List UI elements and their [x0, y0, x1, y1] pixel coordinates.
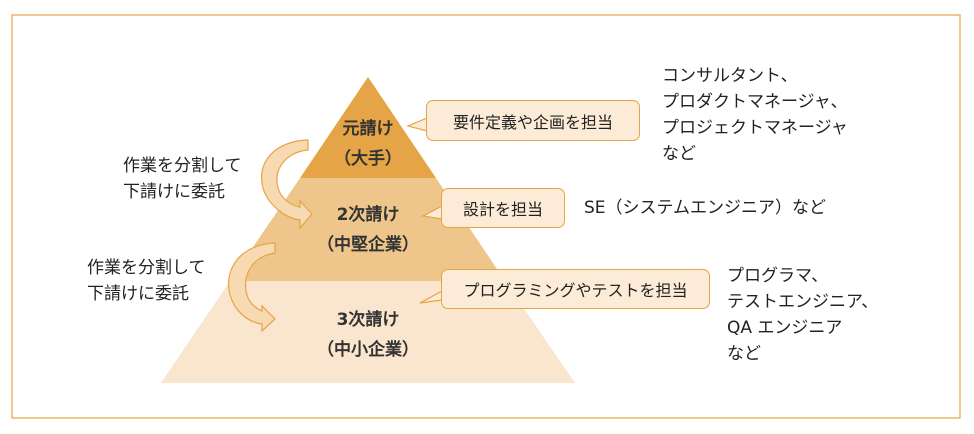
delegation-text: 作業を分割して [87, 258, 206, 278]
delegation-text: 下請けに委託 [87, 284, 189, 304]
role-text: プロダクトマネージャ、 [662, 92, 848, 112]
tier-1-shape [300, 77, 436, 178]
role-text: プロジェクトマネージャ [662, 118, 848, 138]
delegation-note-1: 作業を分割して 下請けに委託 [123, 153, 242, 205]
tier-2-shape [230, 178, 505, 281]
callout-2: 設計を担当 [441, 188, 565, 228]
delegation-note-2: 作業を分割して 下請けに委託 [87, 255, 206, 307]
frame [11, 14, 961, 419]
role-text: テストエンジニア、 [727, 292, 879, 312]
roles-tier-2: SE（システムエンジニア）など [584, 195, 826, 221]
tier-2-label: 2次請け （中堅企業） [298, 200, 438, 260]
delegate-arrow-1 [261, 139, 313, 230]
role-text: プログラマ、 [727, 266, 829, 286]
role-text: など [727, 344, 761, 364]
role-text: など [662, 144, 696, 164]
roles-tier-3: プログラマ、 テストエンジニア、 QA エンジニア など [727, 263, 878, 367]
delegation-text: 作業を分割して [123, 156, 242, 176]
tier-2-type: （中堅企業） [317, 235, 419, 255]
tier-1-label: 元請け （大手） [318, 114, 418, 174]
role-text: SE（システムエンジニア）など [584, 198, 827, 218]
tier-1-type: （大手） [334, 149, 402, 169]
tier-3-label: 3次請け （中小企業） [298, 305, 438, 365]
callout-3: プログラミングやテストを担当 [441, 269, 710, 309]
tier-3-type: （中小企業） [317, 340, 419, 360]
tier-2-name: 2次請け [336, 205, 400, 225]
role-text: QA エンジニア [727, 318, 843, 338]
role-text: コンサルタント、 [662, 66, 798, 86]
tier-1-name: 元請け [342, 119, 394, 139]
callout-1: 要件定義や企画を担当 [426, 100, 640, 141]
delegate-arrow-2 [228, 242, 276, 333]
delegation-text: 下請けに委託 [123, 182, 225, 202]
tier-3-name: 3次請け [336, 310, 400, 330]
roles-tier-1: コンサルタント、 プロダクトマネージャ、 プロジェクトマネージャ など [662, 63, 848, 167]
